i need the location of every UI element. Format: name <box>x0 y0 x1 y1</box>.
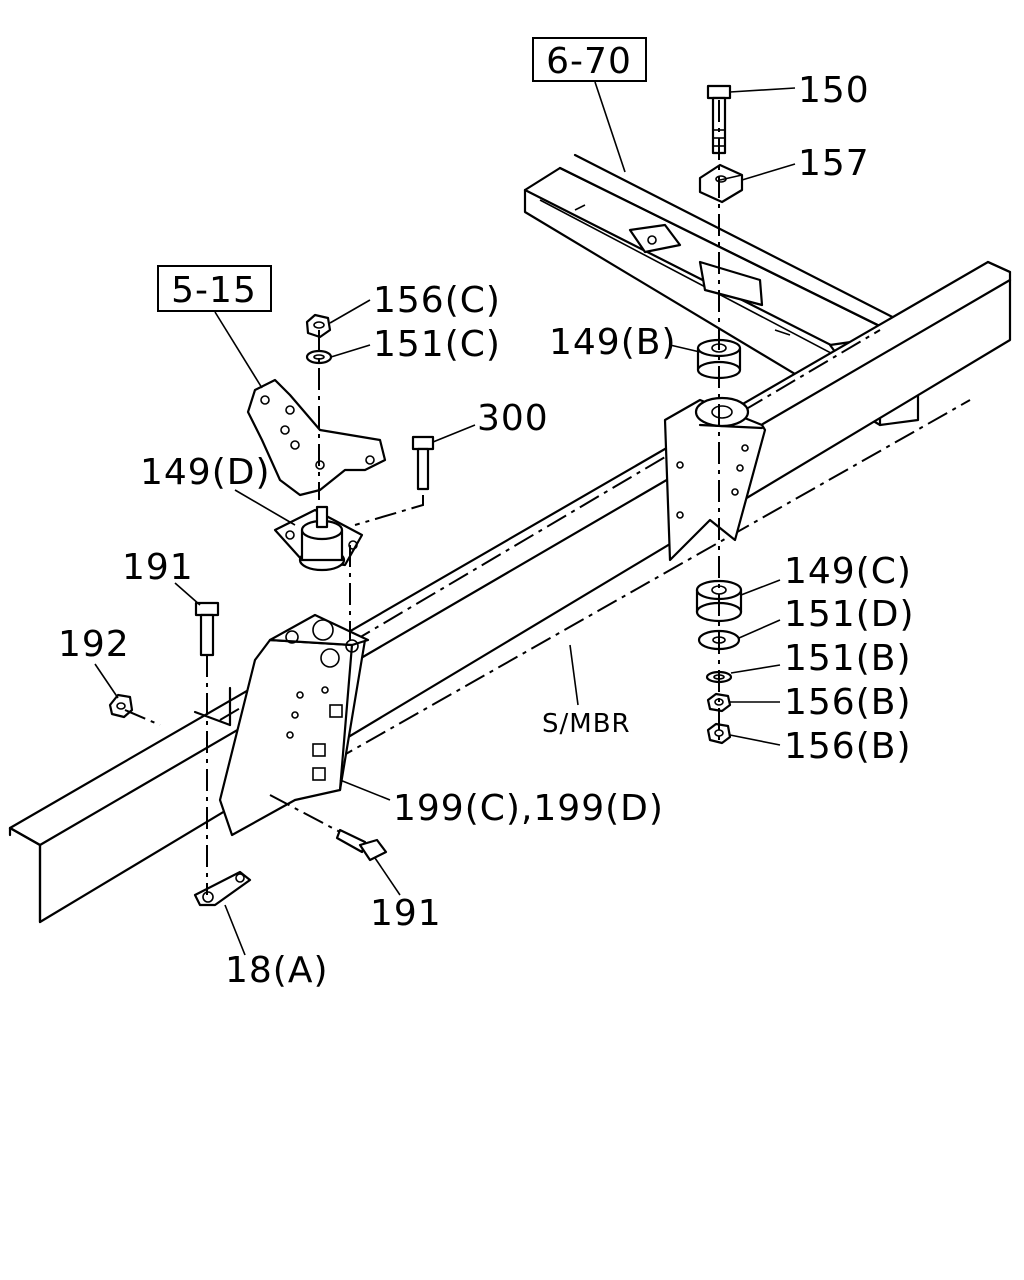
callout-157[interactable]: 157 <box>798 143 870 184</box>
ref-box-6-70[interactable]: 6-70 <box>532 37 647 82</box>
spacer-157 <box>698 163 744 204</box>
callout-151b[interactable]: 151(B) <box>784 638 912 679</box>
leader-lines <box>94 81 796 956</box>
cushion-149d <box>273 505 364 572</box>
callout-156b-2[interactable]: 156(B) <box>784 726 912 767</box>
nut-156c <box>305 313 332 339</box>
nut-192 <box>108 693 134 719</box>
callout-149c[interactable]: 149(C) <box>784 551 912 592</box>
ref-box-5-15[interactable]: 5-15 <box>157 265 272 312</box>
bolt-191-bottom <box>335 828 388 862</box>
callout-156c[interactable]: 156(C) <box>373 280 501 321</box>
callout-300[interactable]: 300 <box>477 398 549 439</box>
ref-label-5-15: 5-15 <box>171 270 257 311</box>
callout-151d[interactable]: 151(D) <box>784 594 915 635</box>
alignment-lines <box>124 100 720 895</box>
callout-199c-199d[interactable]: 199(C),199(D) <box>393 788 664 829</box>
callout-191-top[interactable]: 191 <box>122 547 194 588</box>
callout-156b-1[interactable]: 156(B) <box>784 682 912 723</box>
bolt-300 <box>411 435 435 491</box>
clip-18a <box>193 870 252 907</box>
callout-151c[interactable]: 151(C) <box>373 324 501 365</box>
side-member-label: S/MBR <box>542 709 631 739</box>
bolt-191-top <box>194 601 220 657</box>
callout-150[interactable]: 150 <box>798 70 870 111</box>
frame-bracket-right <box>663 396 767 562</box>
callout-192[interactable]: 192 <box>58 624 130 665</box>
frame-bracket-left <box>193 613 370 837</box>
callout-18a[interactable]: 18(A) <box>225 950 329 991</box>
callout-149b[interactable]: 149(B) <box>549 322 677 363</box>
callout-191-bottom[interactable]: 191 <box>370 893 442 934</box>
ref-label-6-70: 6-70 <box>546 41 632 82</box>
cab-bracket <box>246 378 387 497</box>
callout-149d[interactable]: 149(D) <box>140 452 271 493</box>
